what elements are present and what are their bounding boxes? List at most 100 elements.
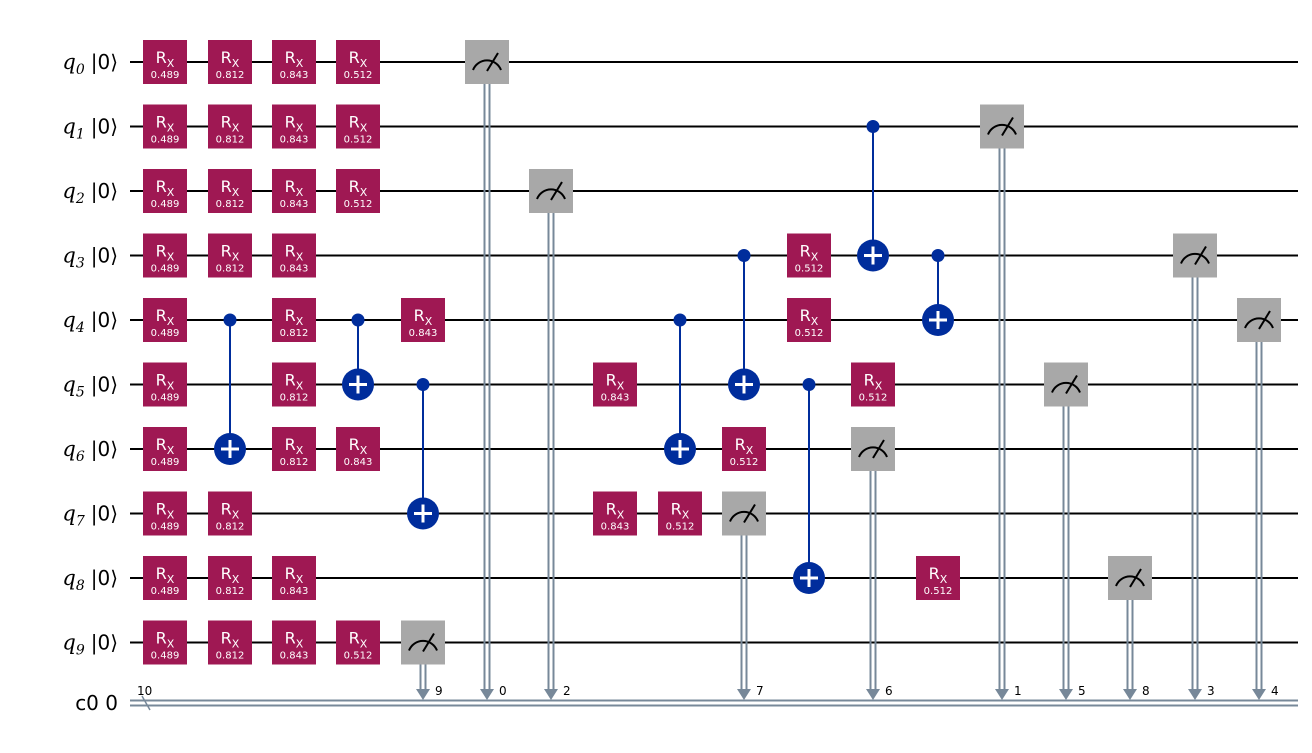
measure-arrow: [866, 689, 880, 700]
rx-gate: RX0.489: [143, 40, 187, 84]
rx-gate: RX0.843: [593, 362, 637, 407]
rx-gate: RX0.843: [272, 620, 316, 665]
cnot-gate: [728, 249, 760, 401]
rx-gate: RX0.489: [143, 556, 187, 600]
cnot-gate: [407, 378, 439, 530]
measure-arrow: [737, 689, 751, 700]
measure-arrow: [416, 689, 430, 700]
meter-needle-icon: [743, 503, 756, 524]
rx-gate-box: [851, 362, 895, 407]
measure-box: [1108, 556, 1152, 600]
rx-gate-param: 0.812: [216, 135, 245, 146]
rx-gate: RX0.812: [208, 491, 252, 536]
rx-gate-box: [143, 40, 187, 84]
rx-gate-box: [143, 104, 187, 149]
rx-gate-box: [208, 556, 252, 600]
rx-gate: RX0.843: [401, 298, 445, 342]
rx-gate-param: 0.812: [280, 393, 309, 404]
rx-gate-param: 0.512: [344, 199, 373, 210]
cnot-control-dot: [737, 249, 751, 262]
rx-gate: RX0.843: [272, 104, 316, 149]
rx-gate: RX0.512: [851, 362, 895, 407]
rx-gate: RX0.812: [272, 427, 316, 471]
rx-gate-box: [593, 362, 637, 407]
rx-gate-param: 0.812: [216, 522, 245, 533]
measure-box: [980, 104, 1024, 149]
measure-clbit-index: 2: [563, 684, 571, 698]
rx-gate-box: [143, 169, 187, 213]
rx-gate-box: [593, 491, 637, 536]
rx-gate: RX0.489: [143, 104, 187, 149]
rx-gate-box: [143, 427, 187, 471]
meter-arc-icon: [1115, 575, 1145, 587]
rx-gate-param: 0.512: [859, 393, 888, 404]
qubit-label: q2|0⟩: [62, 179, 118, 207]
measure-clbit-index: 8: [1142, 684, 1150, 698]
rx-gate-param: 0.812: [216, 199, 245, 210]
rx-gate-param: 0.843: [280, 651, 309, 662]
measure-gate: 9: [401, 620, 445, 700]
rx-gate-box: [722, 427, 766, 471]
meter-needle-icon: [486, 52, 499, 72]
measure-clbit-index: 3: [1207, 684, 1215, 698]
rx-gate: RX0.512: [722, 427, 766, 471]
measure-arrow: [544, 689, 558, 700]
rx-gate-box: [272, 298, 316, 342]
measure-gate: 0: [465, 40, 509, 700]
meter-needle-icon: [1194, 245, 1207, 266]
rx-gate-param: 0.512: [730, 457, 759, 468]
cnot-gate: [857, 120, 889, 272]
classical-register-label: c0 0: [75, 691, 118, 715]
rx-gate: RX0.512: [336, 104, 380, 149]
rx-gate: RX0.489: [143, 169, 187, 213]
rx-gate-box: [208, 104, 252, 149]
rx-gate-param: 0.489: [151, 586, 180, 597]
qubit-label: q4|0⟩: [62, 308, 118, 336]
rx-gate-param: 0.843: [280, 70, 309, 81]
rx-gate-box: [336, 40, 380, 84]
measure-gate: 5: [1044, 362, 1088, 700]
rx-gate-box: [272, 620, 316, 665]
rx-gate: RX0.489: [143, 427, 187, 471]
rx-gate-param: 0.843: [601, 522, 630, 533]
meter-arc-icon: [536, 188, 566, 200]
cnot-control-dot: [351, 313, 365, 327]
measure-arrow: [1059, 689, 1073, 700]
rx-gate: RX0.843: [336, 427, 380, 471]
rx-gate-box: [272, 362, 316, 407]
rx-gate-box: [272, 40, 316, 84]
rx-gate-box: [208, 620, 252, 665]
measure-clbit-index: 6: [885, 684, 893, 698]
measure-box: [465, 40, 509, 84]
qubit-label: q6|0⟩: [62, 437, 118, 465]
bus-slash: [141, 695, 151, 711]
register-labels: q0|0⟩q1|0⟩q2|0⟩q3|0⟩q4|0⟩q5|0⟩q6|0⟩q7|0⟩…: [62, 50, 152, 715]
rx-gate-param: 0.512: [344, 135, 373, 146]
rx-gate-param: 0.512: [666, 522, 695, 533]
rx-gate: RX0.512: [916, 556, 960, 600]
rx-gate-param: 0.843: [280, 199, 309, 210]
rx-gate: RX0.512: [787, 233, 831, 278]
measure-gate: 2: [529, 169, 573, 700]
cnot-control-dot: [866, 120, 880, 133]
meter-needle-icon: [550, 181, 563, 201]
rx-gate-box: [143, 362, 187, 407]
qubit-label: q1|0⟩: [62, 115, 118, 143]
measure-gate: 4: [1237, 298, 1281, 700]
measure-clbit-index: 7: [756, 684, 764, 698]
rx-gate-box: [916, 556, 960, 600]
rx-gate: RX0.843: [272, 233, 316, 278]
measure-gate: 7: [722, 491, 766, 700]
rx-gate-box: [272, 169, 316, 213]
rx-gate-box: [143, 556, 187, 600]
qubit-label: q5|0⟩: [62, 373, 118, 401]
rx-gate: RX0.512: [336, 40, 380, 84]
rx-gate-param: 0.489: [151, 522, 180, 533]
measure-gate: 3: [1173, 233, 1217, 700]
measure-clbit-index: 1: [1014, 684, 1022, 698]
rx-gate-param: 0.843: [280, 135, 309, 146]
rx-gate-box: [401, 298, 445, 342]
meter-needle-icon: [1129, 568, 1142, 588]
meter-arc-icon: [729, 510, 759, 522]
qubit-label: q9|0⟩: [62, 631, 118, 659]
